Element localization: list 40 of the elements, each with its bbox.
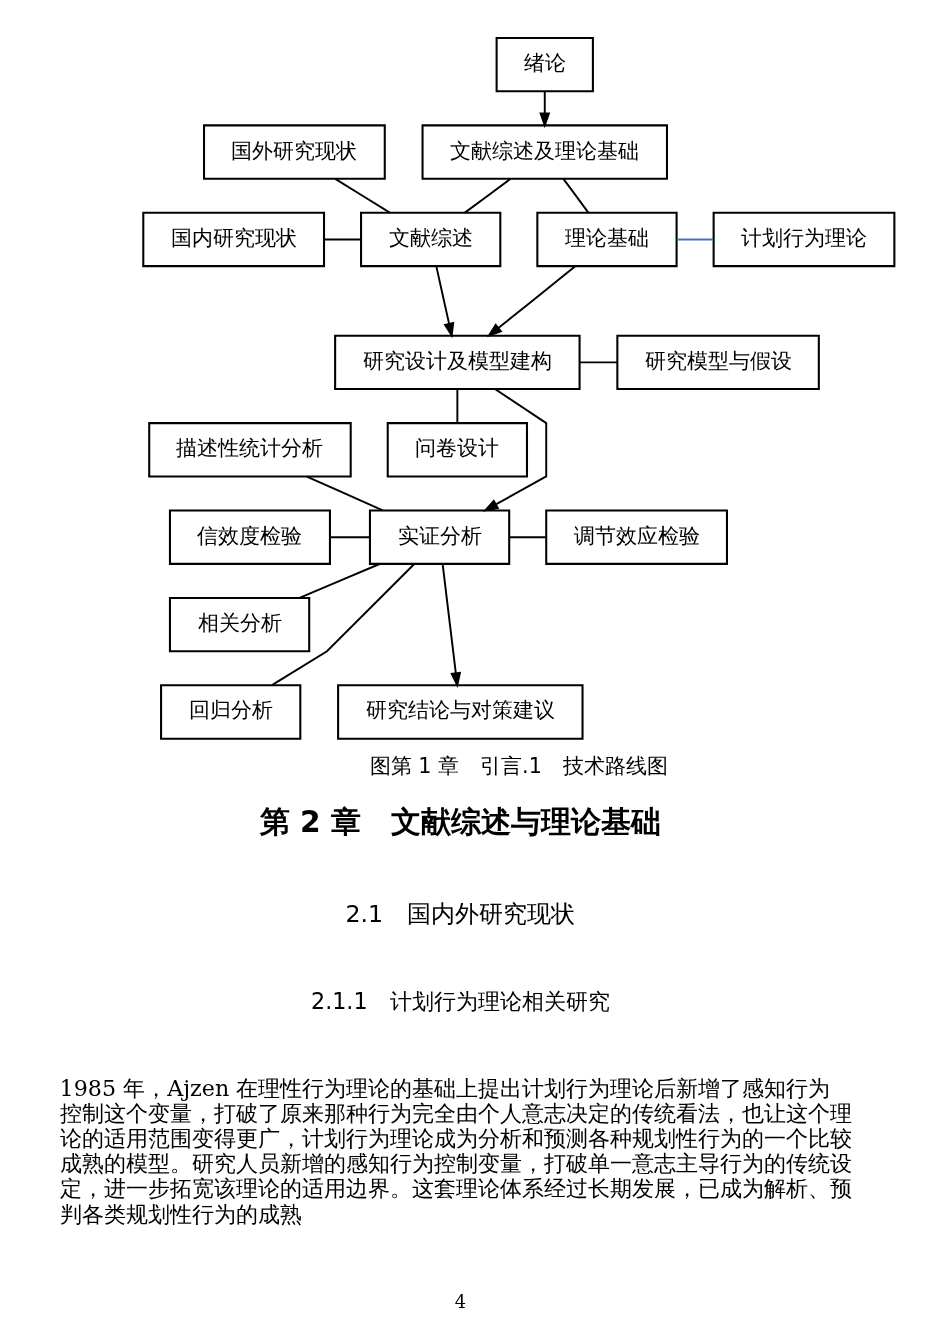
connector xyxy=(333,177,391,214)
node-box: 信效度检验 xyxy=(168,509,331,565)
label: 第 2 章 文献综述与理论基础 xyxy=(259,804,661,839)
node-box: 计划行为理论 xyxy=(712,211,895,268)
node-box: 国内研究现状 xyxy=(141,211,325,268)
node-box: 回归分析 xyxy=(159,684,301,740)
caption: 图第 1 章 引言.1 技术路线图 xyxy=(369,754,668,779)
arrow xyxy=(434,265,454,339)
node-box: 相关分析 xyxy=(168,596,310,653)
label: 2.1.1 计划行为理论相关研究 xyxy=(310,988,610,1015)
arrow xyxy=(538,90,550,129)
connector xyxy=(463,177,511,214)
connector xyxy=(322,238,362,241)
connector xyxy=(270,563,415,686)
node-box: 文献综述及理论基础 xyxy=(421,124,668,180)
arrow xyxy=(486,265,576,338)
connector xyxy=(305,475,384,512)
arrow xyxy=(441,563,461,688)
connector xyxy=(578,361,618,364)
node-box: 研究设计及模型建构 xyxy=(333,334,581,391)
connector xyxy=(455,388,458,424)
node-box: 实证分析 xyxy=(368,509,510,565)
node-box: 研究结论与对策建议 xyxy=(336,684,584,740)
connector xyxy=(298,563,381,599)
connector xyxy=(508,536,547,539)
node-box: 描述性统计分析 xyxy=(147,422,352,478)
node-box: 问卷设计 xyxy=(386,422,528,478)
node-box: 调节效应检验 xyxy=(544,509,728,565)
node-box: 理论基础 xyxy=(535,211,678,268)
node-box: 国外研究现状 xyxy=(202,124,386,180)
connector xyxy=(561,177,589,214)
connector xyxy=(328,536,370,539)
node-box: 文献综述 xyxy=(359,211,501,268)
label: 4 xyxy=(454,1291,466,1312)
label: 2.1 国内外研究现状 xyxy=(344,900,575,929)
node-box: 研究模型与假设 xyxy=(615,334,820,391)
arrow xyxy=(482,388,547,512)
label: 1985 年，Ajzen 在理性行为理论的基础上提出计划行为理论后新增了感知行为控制这个变量，打破了原来那种行为完全由个人意志决定的传统看法，也让这个理论的适用范围变得更广，计划行为理论成为分析和预测各种规划性行为的一个比较成熟的模型。研究人员新增的感知行为控制变量，打破单一意志主导行为的传统设定，进一步拓宽该理论的适用边界。这套理论体系经过长期发展，已成为解析、预判各类规划性行为的成熟 xyxy=(59,1074,852,1227)
node-box: 绪论 xyxy=(495,36,594,93)
connector xyxy=(675,238,714,241)
